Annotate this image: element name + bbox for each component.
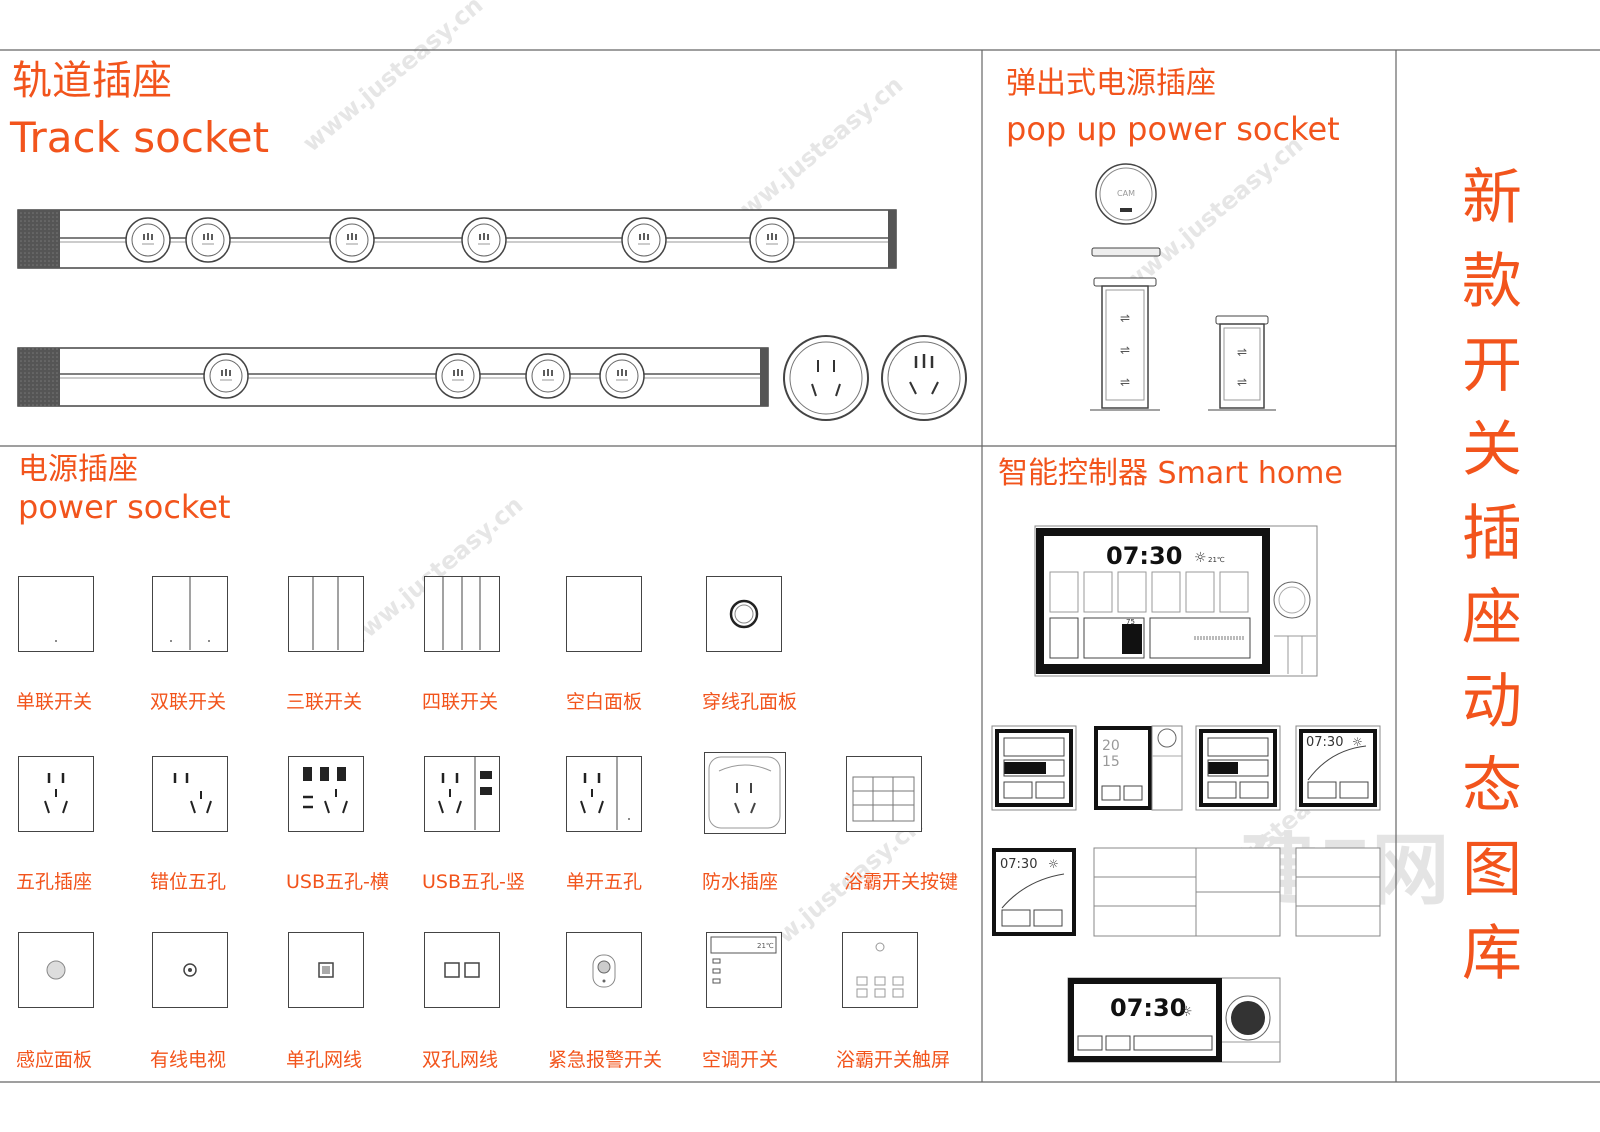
side-title-char: 态 xyxy=(1462,751,1522,821)
switched-five-hole-panel xyxy=(566,756,642,832)
svg-text:☼: ☼ xyxy=(1352,735,1363,749)
svg-text:☼: ☼ xyxy=(1194,550,1207,566)
clock-text-small: 07:30 xyxy=(1306,735,1343,750)
date-bottom-text: 15 xyxy=(1102,754,1120,770)
power-item-label: 有线电视 xyxy=(150,1049,227,1071)
side-title-char: 库 xyxy=(1462,919,1522,989)
track-title-en: Track socket xyxy=(10,113,270,162)
smart-panels-row-2: 07:30 ☼ xyxy=(992,847,1381,937)
side-title-char: 插 xyxy=(1462,499,1522,569)
smart-controller-main: 07:30 ☼ 21℃ 75 xyxy=(1034,525,1318,677)
power-item-label: 感应面板 xyxy=(16,1049,93,1071)
svg-text:☼: ☼ xyxy=(1048,857,1059,871)
power-item-label: 错位五孔 xyxy=(150,871,227,893)
power-title-en: power socket xyxy=(18,488,231,526)
smart-home-title: 智能控制器 Smart home xyxy=(998,456,1343,491)
power-item-label: 紧急报警开关 xyxy=(548,1049,663,1071)
power-item-label: 三联开关 xyxy=(286,691,363,713)
bath-heater-button-panel xyxy=(846,756,922,832)
ac-switch-panel: 21℃ xyxy=(706,932,782,1008)
power-item-label: 防水插座 xyxy=(702,871,779,893)
power-item-label: 空调开关 xyxy=(702,1049,779,1071)
bath-heater-touch-panel xyxy=(842,932,918,1008)
emergency-alarm-panel xyxy=(566,932,642,1008)
power-item-label: 五孔插座 xyxy=(16,871,93,893)
ac-temp-text: 21℃ xyxy=(757,942,774,950)
power-title-cn: 电源插座 xyxy=(18,452,138,487)
usb-five-hole-horizontal-panel xyxy=(288,756,364,832)
five-hole-socket-panel xyxy=(18,756,94,832)
cable-hole-panel xyxy=(706,576,782,652)
power-item-label: USB五孔-横 xyxy=(286,871,389,893)
side-title-char: 新 xyxy=(1462,163,1522,233)
popup-title-cn: 弹出式电源插座 xyxy=(1006,66,1216,101)
temp-text: 21℃ xyxy=(1208,556,1225,564)
svg-text:⇌: ⇌ xyxy=(1120,343,1130,357)
clock-text-small-2: 07:30 xyxy=(1000,857,1037,872)
power-item-label: 穿线孔面板 xyxy=(702,691,798,713)
sensor-panel xyxy=(18,932,94,1008)
svg-text:⇌: ⇌ xyxy=(1237,345,1247,359)
power-item-label: 浴霸开关触屏 xyxy=(836,1049,951,1071)
svg-text:⇌: ⇌ xyxy=(1120,311,1130,325)
svg-text:☼: ☼ xyxy=(1180,1004,1193,1020)
side-title: 新 款 开 关 插 座 动 态 图 库 xyxy=(1452,156,1532,996)
triple-switch-panel xyxy=(288,576,364,652)
side-title-char: 款 xyxy=(1462,247,1522,317)
svg-text:⇌: ⇌ xyxy=(1237,375,1247,389)
track-title-cn: 轨道插座 xyxy=(12,58,172,104)
side-title-char: 座 xyxy=(1462,583,1522,653)
cam-label: CAM xyxy=(1117,189,1135,198)
side-title-char: 开 xyxy=(1462,331,1522,401)
side-title-char: 图 xyxy=(1462,835,1522,905)
side-title-char: 动 xyxy=(1462,667,1522,737)
smart-panels-row: 20 15 07:30 ☼ xyxy=(991,725,1381,811)
level-text: 75 xyxy=(1126,618,1135,626)
quad-switch-panel xyxy=(424,576,500,652)
single-switch-panel xyxy=(18,576,94,652)
popup-socket-drawing: CAM ⇌ ⇌ ⇌ ⇌ ⇌ xyxy=(1090,163,1276,411)
power-item-label: 双孔网线 xyxy=(422,1049,499,1071)
clock-text: 07:30 xyxy=(1106,542,1182,570)
power-item-label: 浴霸开关按键 xyxy=(844,871,959,893)
side-title-char: 关 xyxy=(1462,415,1522,485)
popup-title-en: pop up power socket xyxy=(1006,110,1340,148)
blank-panel xyxy=(566,576,642,652)
power-item-label: 单孔网线 xyxy=(286,1049,363,1071)
offset-five-hole-panel xyxy=(152,756,228,832)
clock-text-bottom: 07:30 xyxy=(1110,994,1186,1022)
double-switch-panel xyxy=(152,576,228,652)
track-socket-drawing xyxy=(17,209,967,421)
usb-five-hole-vertical-panel xyxy=(424,756,500,832)
waterproof-socket-panel xyxy=(704,752,786,834)
power-item-label: 单开五孔 xyxy=(566,871,643,893)
single-network-panel xyxy=(288,932,364,1008)
date-top-text: 20 xyxy=(1102,738,1120,754)
power-item-label: 空白面板 xyxy=(566,691,643,713)
power-item-label: 双联开关 xyxy=(150,691,227,713)
svg-text:⇌: ⇌ xyxy=(1120,375,1130,389)
power-item-label: USB五孔-竖 xyxy=(422,871,525,893)
double-network-panel xyxy=(424,932,500,1008)
power-item-label: 四联开关 xyxy=(422,691,499,713)
cable-tv-panel xyxy=(152,932,228,1008)
smart-controller-bottom: 07:30 ☼ xyxy=(1067,977,1281,1063)
power-item-label: 单联开关 xyxy=(16,691,93,713)
